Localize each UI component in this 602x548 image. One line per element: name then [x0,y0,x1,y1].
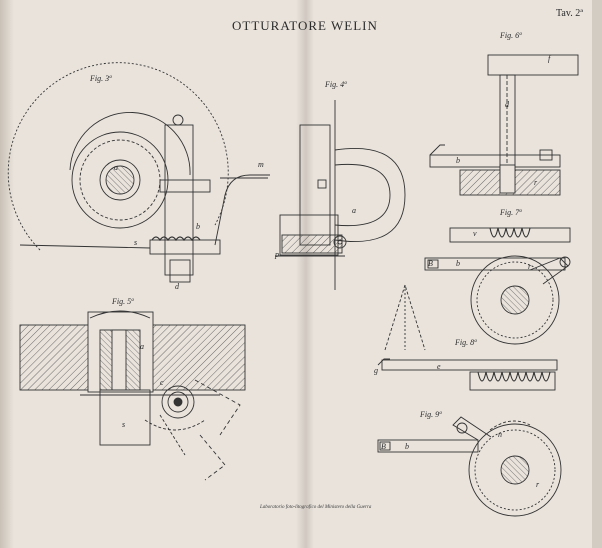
fig7-drawing [424,227,571,345]
fig5-letter-s: s [122,420,126,429]
fig5-drawing [19,310,246,481]
fig6-letter-f: f [548,54,551,63]
fig3-letter-d: d [175,282,179,291]
fig8-drawing [377,283,558,391]
fig5-letter-a: a [140,342,144,351]
fig8-letter-g: g [374,366,378,375]
fig3-letter-a: a [114,163,118,172]
fig3-label: Fig. 3ª [90,74,112,83]
fig7-letter-b: b [456,259,460,268]
fig3-letter-s: s [134,238,138,247]
fig4-label: Fig. 4ª [325,80,347,89]
fig4-drawing [275,100,406,290]
fig6-label: Fig. 6ª [500,31,522,40]
fig9-letter-r: r [536,480,540,489]
fig4-letter-a: a [352,206,356,215]
fig9-drawing [377,416,562,517]
book-gutter [296,0,314,548]
page-left-edge [0,0,14,548]
fig6-drawing [429,54,579,196]
fig5-label: Fig. 5ª [112,297,134,306]
fig6-letter-r: r [534,178,538,187]
fig7-letter-v: v [473,229,477,238]
fig8-letter-e: e [437,362,441,371]
publisher-credit: Laboratorio foto-litografico del Ministe… [260,505,372,510]
page-title: OTTURATORE WELIN [232,18,378,33]
fig6-letter-b: b [456,156,460,165]
fig7-letter-B: B [428,259,433,268]
fig5-letter-c: c [160,378,164,387]
fig8-label: Fig. 8ª [455,338,477,347]
fig3-letter-b: b [196,222,200,231]
fig6-letter-d: d [505,100,509,109]
fig9-label: Fig. 9ª [420,410,442,419]
page-right-edge [592,0,602,548]
plate-number: Tav. 2ª [556,8,583,19]
fig7-label: Fig. 7ª [500,208,522,217]
fig3-letter-m: m [258,160,264,169]
fig3-drawing [7,62,270,283]
fig7-letter-r: r [528,262,532,271]
fig9-letter-n: n [498,430,502,439]
fig9-letter-B: B [381,442,386,451]
fig4-letter-p: p [275,250,279,259]
fig9-letter-b: b [405,442,409,451]
